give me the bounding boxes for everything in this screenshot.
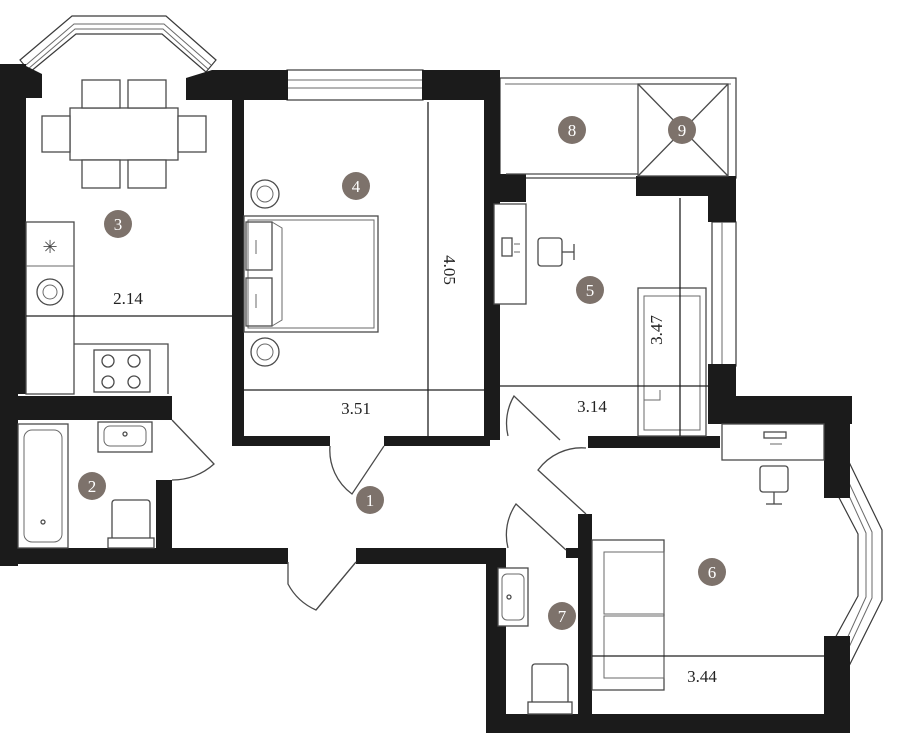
- chair: [81, 79, 121, 109]
- loggia-window: [499, 77, 737, 179]
- room-badge-1: 1: [356, 486, 384, 514]
- room5-length-label: 3.47: [647, 315, 666, 345]
- room-badge-6: 6: [698, 558, 726, 586]
- sofa-bed: [637, 287, 707, 437]
- double-bed: [243, 215, 379, 333]
- entrance-door: [287, 561, 357, 611]
- desk: [493, 203, 527, 305]
- chair: [177, 115, 207, 153]
- svg-text:4: 4: [352, 177, 361, 196]
- pillow: [245, 277, 273, 327]
- desk: [721, 423, 825, 461]
- room-badge-5: 5: [576, 276, 604, 304]
- bedroom-window: [286, 69, 424, 101]
- bedroom-furniture: [243, 179, 379, 367]
- dimension-lines: [26, 102, 824, 657]
- room5-width-label: 3.14: [577, 397, 607, 416]
- room-badge-7: 7: [548, 602, 576, 630]
- svg-text:5: 5: [586, 281, 595, 300]
- snowflake-icon: ✳: [42, 237, 57, 258]
- svg-text:1: 1: [366, 491, 375, 510]
- living-furniture: [591, 423, 825, 691]
- svg-text:8: 8: [568, 121, 577, 140]
- svg-text:6: 6: [708, 563, 717, 582]
- washbasin: [497, 567, 529, 627]
- nightstand-lamp: [250, 179, 280, 209]
- svg-text:2: 2: [88, 477, 97, 496]
- nightstand-lamp: [250, 337, 280, 367]
- chair: [41, 115, 71, 153]
- walls: [0, 64, 852, 733]
- living-door: [537, 447, 587, 515]
- sofa: [591, 539, 665, 691]
- chair: [127, 159, 167, 189]
- room5-window: [711, 221, 737, 367]
- room-badge-8: 8: [558, 116, 586, 144]
- windows: [19, 15, 883, 670]
- kitchen-counter: [25, 221, 75, 395]
- bathtub: [17, 423, 69, 549]
- office-chair: [537, 237, 563, 267]
- kitchen-width-label: 2.14: [113, 289, 143, 308]
- dining-table: [69, 107, 179, 161]
- room-badge-3: 3: [104, 210, 132, 238]
- pillow: [245, 221, 273, 271]
- office-chair: [759, 465, 789, 493]
- living-width-label: 3.44: [687, 667, 717, 686]
- toilet: [531, 663, 569, 705]
- svg-text:9: 9: [678, 121, 687, 140]
- washer-icon: [36, 278, 64, 306]
- svg-text:7: 7: [558, 607, 567, 626]
- bedroom-length-label: 4.05: [440, 255, 459, 285]
- bathroom-furniture: [17, 421, 155, 549]
- toilet: [111, 499, 151, 541]
- bedroom-width-label: 3.51: [341, 399, 371, 418]
- wc-door: [505, 503, 567, 551]
- chair: [81, 159, 121, 189]
- room-badge-9: 9: [668, 116, 696, 144]
- doors: [171, 394, 587, 611]
- room-badge-2: 2: [78, 472, 106, 500]
- room5-door: [505, 394, 561, 441]
- svg-text:3: 3: [114, 215, 123, 234]
- bedroom-door: [329, 445, 385, 495]
- storage-9: [637, 83, 729, 177]
- room-badge-4: 4: [342, 172, 370, 200]
- room5-furniture: [493, 203, 707, 437]
- wc-furniture: [497, 567, 573, 715]
- stove-icon: [93, 349, 151, 393]
- kitchen-furniture: ✳: [25, 79, 207, 395]
- chair: [127, 79, 167, 109]
- bathroom-door: [171, 419, 215, 481]
